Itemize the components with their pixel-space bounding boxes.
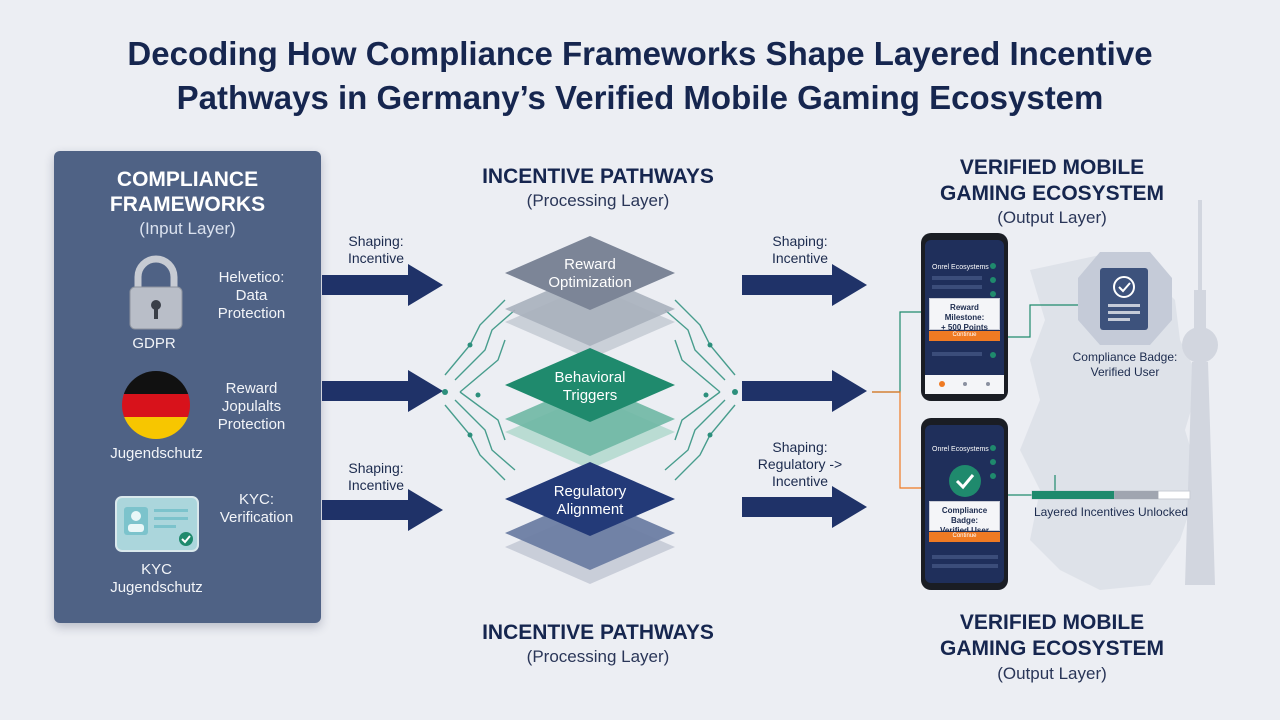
input-panel-title: COMPLIANCE FRAMEWORKS	[54, 167, 321, 217]
regulatory-alignment-label: Regulatory Alignment	[520, 483, 660, 519]
gdpr-desc-line-2: Data	[235, 287, 268, 304]
compliance-frameworks-panel: COMPLIANCE FRAMEWORKS (Input Layer) GDPR…	[54, 151, 321, 623]
kyc-desc-line-2: Verification	[219, 509, 294, 526]
tv-tower-icon	[1182, 200, 1218, 585]
page-title: Decoding How Compliance Frameworks Shape…	[0, 32, 1280, 120]
germany-flag-icon	[122, 371, 190, 439]
left-arrow-middle	[322, 370, 443, 412]
left-arrow-top-label-line-2: Incentive	[347, 250, 405, 266]
jugendschutz-description: Reward Jopulalts Protection	[204, 380, 299, 434]
right-arrow-middle	[742, 370, 867, 412]
right-arrow-bottom-label-line-3: Incentive	[771, 473, 829, 489]
phone2-card-line-1: Compliance Badge:	[941, 506, 988, 525]
gdpr-desc-line-3: Protection	[217, 305, 286, 322]
right-arrow-top-label: Shaping: Incentive	[764, 233, 836, 267]
right-arrow-bottom-label-line-2: Regulatory ->	[757, 456, 843, 472]
title-line-1: Decoding How Compliance Frameworks Shape…	[127, 35, 1153, 72]
input-title-line-1: COMPLIANCE	[116, 168, 259, 191]
jugendschutz-desc-line-2: Jopulalts	[221, 398, 282, 415]
phone1-card-line-1: Reward Milestone:	[944, 303, 985, 322]
input-panel-subtitle: (Input Layer)	[139, 219, 236, 238]
left-arrow-top-label-line-1: Shaping:	[348, 233, 404, 249]
right-arrow-bottom-label-line-1: Shaping:	[772, 439, 828, 455]
output-heading-line-2: GAMING ECOSYSTEM	[939, 182, 1165, 205]
right-arrow-bottom-label: Shaping: Regulatory -> Incentive	[748, 439, 852, 490]
gdpr-description: Helvetico: Data Protection	[204, 269, 299, 323]
padlock-icon	[129, 255, 183, 330]
phone2-card-line-2: Verified User	[940, 526, 989, 535]
behavioral-triggers-line-1: Behavioral	[554, 369, 626, 386]
compliance-badge-icon	[1078, 252, 1172, 345]
left-arrow-bottom	[322, 489, 443, 531]
compliance-badge-label-line-1: Compliance Badge:	[1072, 350, 1178, 364]
reward-optimization-label: Reward Optimization	[520, 256, 660, 292]
reward-optimization-layer-stack	[505, 236, 675, 359]
phone1-header: Onrel Ecosystems	[932, 264, 989, 271]
processing-subtitle: (Processing Layer)	[526, 191, 670, 210]
layered-incentives-progress-bar	[1031, 490, 1191, 500]
output-heading-line-1: VERIFIED MOBILE	[959, 156, 1145, 179]
kyc-label-line-2: Jugendschutz	[110, 579, 203, 596]
output-heading: VERIFIED MOBILE GAMING ECOSYSTEM	[912, 155, 1192, 207]
left-arrow-top	[322, 264, 443, 306]
output-heading-bottom-line-1: VERIFIED MOBILE	[959, 611, 1145, 634]
output-subtitle-bottom: (Output Layer)	[997, 664, 1107, 683]
phone2-badge-card: Compliance Badge: Verified User	[929, 501, 1000, 535]
id-card-icon	[115, 496, 199, 552]
jugendschutz-desc-line-3: Protection	[217, 416, 286, 433]
kyc-label: KYC Jugendschutz	[84, 561, 229, 597]
right-arrow-top	[742, 264, 867, 306]
compliance-badge-label-line-2: Verified User	[1090, 365, 1160, 379]
jugendschutz-label: Jugendschutz	[110, 445, 203, 462]
jugendschutz-desc-line-1: Reward	[225, 380, 278, 397]
input-title-line-2: FRAMEWORKS	[109, 193, 266, 216]
processing-heading-bottom: INCENTIVE PATHWAYS	[482, 621, 714, 644]
regulatory-alignment-line-1: Regulatory	[553, 483, 627, 500]
behavioral-triggers-line-2: Triggers	[562, 387, 618, 404]
phone1-card-line-2: + 500 Points	[941, 323, 988, 332]
compliance-badge-label: Compliance Badge: Verified User	[1060, 350, 1190, 380]
gdpr-label: GDPR	[132, 335, 176, 352]
behavioral-triggers-label: Behavioral Triggers	[520, 369, 660, 405]
circuit-traces	[444, 299, 736, 481]
reward-optimization-line-2: Optimization	[548, 274, 632, 291]
behavioral-triggers-layer-stack	[505, 348, 675, 469]
output-heading-bottom-line-2: GAMING ECOSYSTEM	[939, 637, 1165, 660]
left-arrow-bottom-label-line-1: Shaping:	[348, 460, 404, 476]
output-subtitle: (Output Layer)	[997, 208, 1107, 227]
title-line-2: Pathways in Germany’s Verified Mobile Ga…	[176, 79, 1104, 116]
progress-label: Layered Incentives Unlocked	[1033, 505, 1189, 519]
phone2-header: Onrel Ecosystems	[932, 446, 989, 453]
right-arrow-top-label-line-1: Shaping:	[772, 233, 828, 249]
gdpr-desc-line-1: Helvetico:	[218, 269, 285, 286]
left-arrow-bottom-label-line-2: Incentive	[347, 477, 405, 493]
phone1-continue-button[interactable]: Continue	[929, 331, 1000, 341]
right-arrow-top-label-line-2: Incentive	[771, 250, 829, 266]
processing-subtitle-bottom: (Processing Layer)	[526, 647, 670, 666]
kyc-label-line-1: KYC	[141, 561, 172, 578]
left-arrow-bottom-label: Shaping: Incentive	[340, 460, 412, 494]
left-arrow-top-label: Shaping: Incentive	[340, 233, 412, 267]
right-arrow-bottom	[742, 486, 867, 528]
processing-heading: INCENTIVE PATHWAYS	[482, 165, 714, 188]
kyc-desc-line-1: KYC:	[238, 491, 274, 508]
kyc-description: KYC: Verification	[209, 491, 304, 527]
reward-optimization-line-1: Reward	[564, 256, 616, 273]
regulatory-alignment-layer-stack	[505, 462, 675, 584]
output-heading-bottom: VERIFIED MOBILE GAMING ECOSYSTEM	[912, 610, 1192, 662]
phone1-reward-card: Reward Milestone: + 500 Points	[929, 298, 1000, 332]
phone2-continue-button[interactable]: Continue	[929, 532, 1000, 542]
regulatory-alignment-line-2: Alignment	[556, 501, 624, 518]
